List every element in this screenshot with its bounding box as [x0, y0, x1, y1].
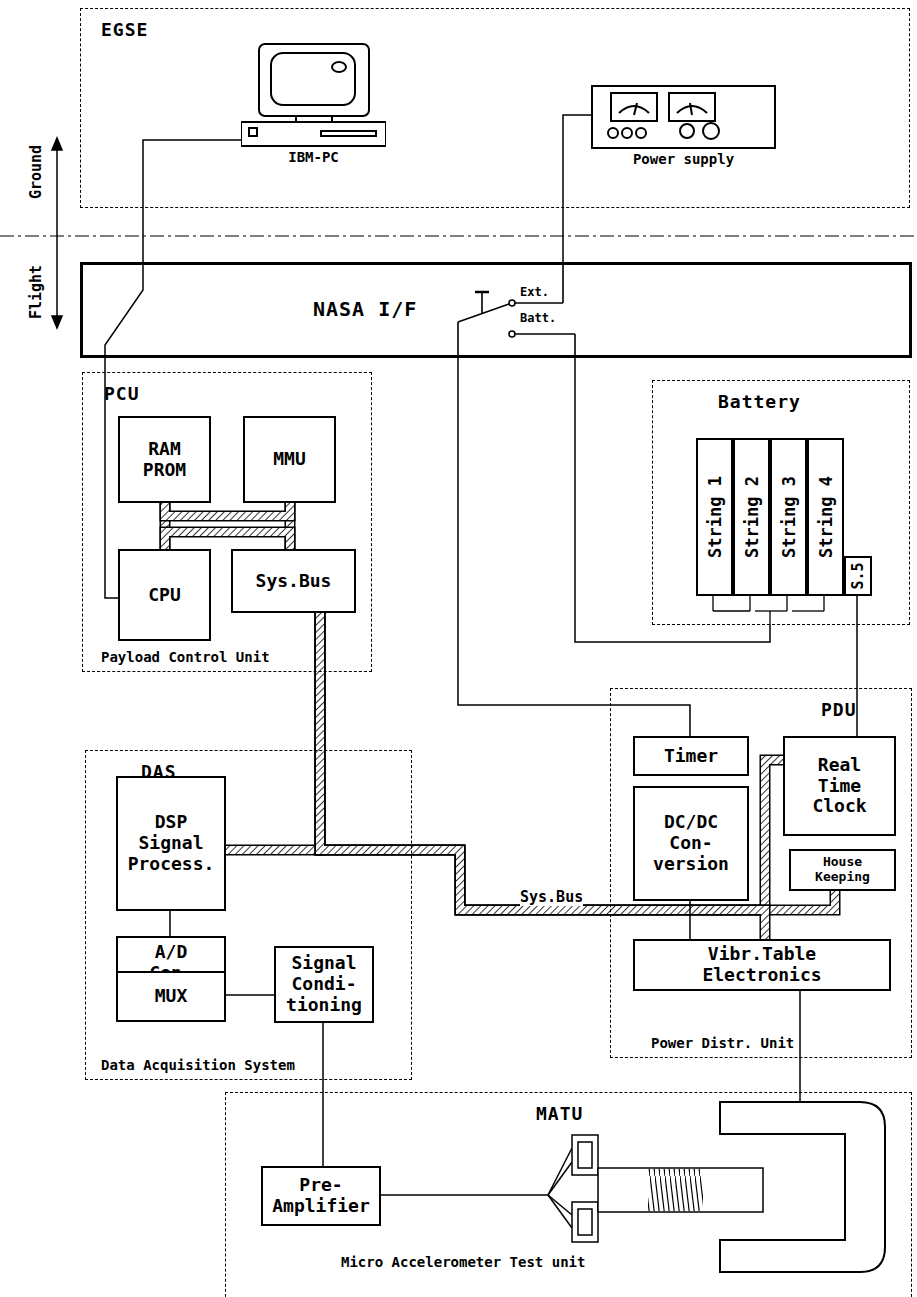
box-label: House Keeping: [803, 855, 883, 885]
string-label: S.5: [849, 562, 867, 589]
region-caption: Power Distr. Unit: [651, 1035, 794, 1051]
dcdc-box: DC/DC Con- version: [633, 786, 749, 901]
system-bus: [320, 613, 765, 939]
accelerometer-illustration: [380, 1092, 885, 1272]
box-label: Real Time Clock: [795, 755, 884, 817]
string-label: String 2: [742, 476, 762, 558]
side-label: Ground: [27, 145, 45, 199]
dsp-box: DSP Signal Process.: [116, 776, 226, 911]
box-label: MUX: [155, 986, 188, 1007]
device-label: IBM-PC: [241, 149, 386, 165]
region-caption: Payload Control Unit: [101, 649, 270, 665]
preamp-box: Pre- Amplifier: [261, 1166, 381, 1226]
system-bus: [320, 613, 783, 910]
system-bus: [165, 532, 290, 549]
region-caption: Micro Accelerometer Test unit: [341, 1254, 585, 1270]
power-switch: [458, 262, 575, 358]
region-title: Battery: [718, 391, 801, 412]
housekeeping-box: House Keeping: [789, 849, 896, 891]
data-acquisition-region: DASData Acquisition SystemDSP Signal Pro…: [85, 750, 412, 1080]
box-label: MMU: [273, 449, 306, 470]
box-label: DC/DC Con- version: [645, 812, 737, 874]
box-label: DSP Signal Process.: [128, 812, 215, 874]
system-bus: [320, 613, 835, 910]
matu-region: MATU Micro Accelerometer Test unit Pre- Am…: [225, 1092, 912, 1297]
wire: [563, 115, 591, 262]
battery-region: BatteryString 1 String 2 String 3 String 4 S…: [652, 380, 910, 625]
wire: [226, 995, 274, 996]
battery-string: S.5: [844, 556, 872, 596]
cpu-box: CPU: [118, 549, 211, 641]
mmu-box: MMU: [243, 416, 336, 503]
battery-string: String 3: [770, 438, 807, 596]
clock-box: Real Time Clock: [783, 736, 896, 836]
box-label: Sys.Bus: [256, 571, 332, 592]
region-title: MATU: [536, 1103, 583, 1124]
wire: [800, 991, 801, 1092]
wire: [857, 596, 858, 736]
battery-string: String 1: [696, 438, 733, 596]
system-bus: [165, 503, 290, 516]
region-caption: Data Acquisition System: [101, 1057, 295, 1073]
ground-flight-axis: [52, 138, 62, 328]
vibration-electronics-box: Vibr.Table Electronics: [633, 939, 891, 991]
memory-box: RAM PROM: [118, 416, 211, 503]
payload-control-unit: PCU Payload Control Unit RAM PROM MMU CPU Sys…: [82, 372, 372, 672]
device-label: Power supply: [591, 151, 776, 167]
pc-terminal: IBM-PC: [241, 41, 386, 171]
battery-interconnect: [713, 595, 824, 625]
bus-label: Sys.Bus: [520, 888, 583, 906]
power-distribution-region: PDU Power Distr. Unit Timer Real Time Clock…: [610, 688, 912, 1058]
region-title: EGSE: [101, 19, 148, 40]
power-supply: Power supply: [591, 81, 776, 176]
region-title: PCU: [104, 383, 140, 404]
box-label: Timer: [664, 746, 718, 767]
interface-title: NASA I/F: [313, 297, 417, 321]
ground-flight-divider: [0, 235, 917, 236]
timer-box: Timer: [633, 736, 749, 776]
string-label: String 1: [705, 476, 725, 558]
wire: [458, 358, 690, 736]
wire: [323, 1023, 324, 1166]
egse-region: EGSE IBM-PC Power supply: [80, 8, 910, 208]
box-label: CPU: [148, 585, 181, 606]
box-label: Pre- Amplifier: [272, 1175, 370, 1216]
wire: [170, 911, 171, 936]
box-label: RAM PROM: [130, 439, 199, 480]
sysbus-box: Sys.Bus: [231, 549, 356, 613]
nasa-interface-band: NASA I/F: [80, 262, 912, 358]
battery-string: String 2: [733, 438, 770, 596]
region-title: PDU: [821, 699, 857, 720]
wire: [690, 901, 691, 939]
signal-conditioning-box: Signal Condi- tioning: [274, 946, 374, 1023]
switch-terminal-label: Batt.: [520, 311, 556, 325]
mux-box: MUX: [116, 971, 226, 1022]
battery-string: String 4: [807, 438, 844, 596]
box-label: Vibr.Table Electronics: [687, 944, 837, 985]
string-label: String 4: [816, 476, 836, 558]
box-label: Signal Condi- tioning: [286, 953, 362, 1015]
string-label: String 3: [779, 476, 799, 558]
side-label: Flight: [27, 265, 45, 319]
switch-terminal-label: Ext.: [520, 285, 549, 299]
system-bus: [226, 613, 320, 850]
